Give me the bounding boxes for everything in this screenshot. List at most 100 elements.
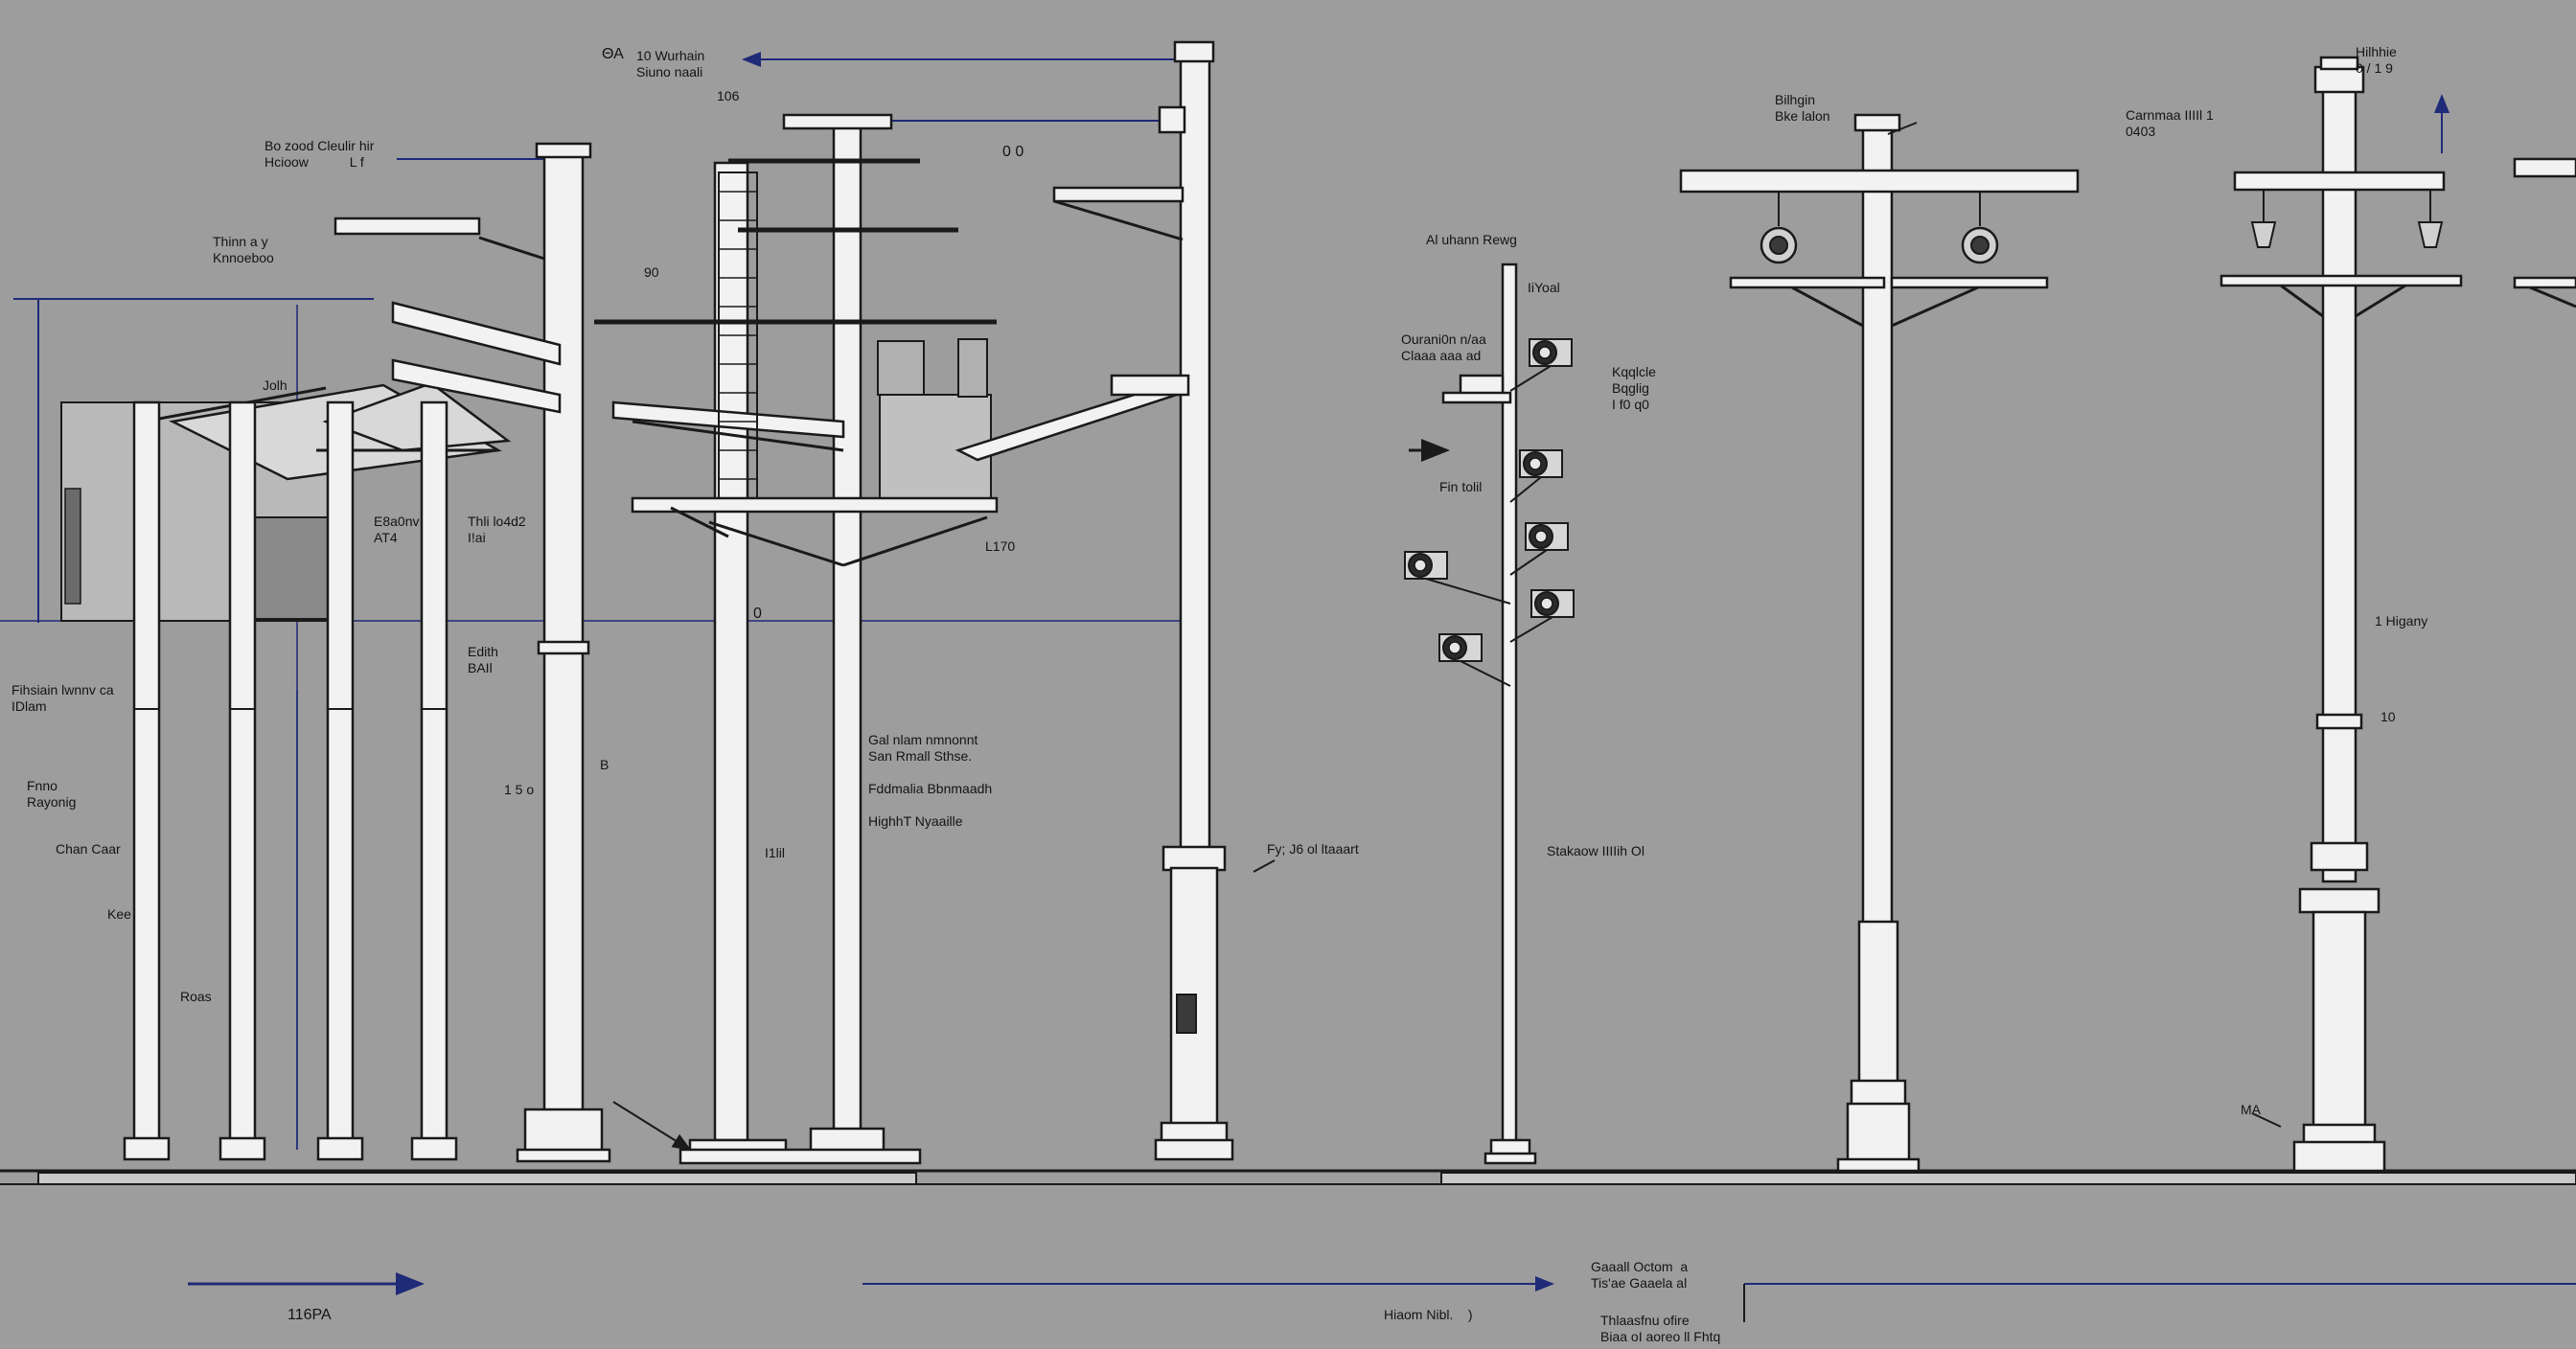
label-mid-b: Thli lo4d2 I!ai	[468, 514, 526, 545]
label-bottom-mid: Hiaom Nibl. )	[1384, 1307, 1473, 1322]
label-cam-iyoal: IiYoal	[1528, 280, 1560, 295]
canopy-column	[420, 400, 448, 1150]
label-hiwe: Hilhhie 0 / 1 9	[2356, 44, 2397, 76]
pole-e-brace	[2529, 286, 2576, 309]
ground-slab-left	[37, 1172, 917, 1185]
label-cam-title: Al uhann Rewg	[1426, 232, 1517, 247]
camera-lens-glass	[1534, 530, 1548, 543]
label-ma: MA	[2241, 1102, 2261, 1117]
canopy-column-base	[410, 1136, 458, 1161]
label-top-num: 106	[717, 88, 740, 103]
tower-top-cap	[782, 113, 893, 130]
label-stall: Stakaow IIIIih Ol	[1547, 843, 1644, 858]
tower-equipment-box	[877, 340, 925, 396]
pole-b-top-bracket	[1158, 105, 1186, 134]
tower-brace-1	[632, 420, 844, 452]
pole-d-lower	[2312, 910, 2367, 1131]
label-dd: 0 0	[1002, 144, 1024, 160]
canopy-roof-right	[322, 381, 512, 452]
camera-lens-glass	[1448, 641, 1461, 654]
camera-lens-glass	[1529, 457, 1542, 470]
camera-mount-arm	[1460, 660, 1511, 687]
canopy-column-base	[218, 1136, 266, 1161]
pole-b-plinth	[1154, 1138, 1234, 1161]
label-hoas: Roas	[180, 989, 212, 1004]
label-bottom-right-b: Thlaasfnu ofire Biaa oI aoreo ll Fhtq	[1600, 1313, 1721, 1344]
canopy-column-base	[316, 1136, 364, 1161]
pole-d-flare	[2298, 887, 2380, 914]
pole-c-leader	[1887, 122, 1918, 135]
label-l70: L170	[985, 538, 1016, 554]
tower-strut-right	[842, 515, 988, 567]
label-chan: Chan Caar	[56, 841, 121, 857]
lamp-head	[2250, 221, 2277, 248]
pole-e-arm	[2513, 157, 2576, 178]
label-b: B	[600, 757, 610, 772]
pole-c-crossarm	[1679, 169, 2080, 194]
label-left-a: Fihsiain lwnnv ca IDlam	[12, 682, 114, 714]
label-fyj: Fy; J6 ol ltaaart	[1267, 841, 1359, 857]
camera-mount-arm	[1509, 365, 1552, 392]
pole-c-lower	[1857, 920, 1899, 1086]
tower-strut-mid	[708, 520, 844, 567]
lamp-lens	[1769, 236, 1788, 255]
pole-d-brace-right	[2355, 284, 2406, 318]
tower-equipment-box-2	[957, 338, 988, 398]
lamp-head	[2417, 221, 2444, 248]
label-bell-callout: Bo zood Cleulir hir Hcioow L f	[264, 138, 375, 170]
tower-pole-right	[832, 119, 862, 1146]
label-bottom-left: 116PA	[288, 1307, 332, 1323]
pole-c-shaft	[1861, 121, 1894, 926]
canopy-column-base	[123, 1136, 171, 1161]
pole-d-plinth	[2292, 1140, 2386, 1173]
label-hagny: 1 Higany	[2375, 613, 2428, 629]
pole-a-plinth	[516, 1148, 611, 1163]
tower-strut-left	[670, 506, 729, 538]
label-90: 90	[644, 264, 659, 280]
label-iil: I1lil	[765, 845, 786, 860]
pole-b-collar	[1162, 845, 1227, 872]
pole-c-base	[1846, 1102, 1911, 1169]
tower-pole-left	[713, 161, 749, 1142]
label-bilhgln: Bilhgin Bke lalon	[1775, 92, 1830, 124]
canopy-column	[132, 400, 161, 1150]
label-top-left-code: ΘΑ	[602, 46, 624, 62]
pole-b-leader	[1253, 859, 1276, 873]
camera-mount-arm	[1425, 578, 1511, 605]
pole-a-brace	[478, 236, 545, 261]
label-left-b: Fnno Rayonig	[27, 778, 77, 810]
camera-pole-plinth	[1484, 1152, 1537, 1165]
label-bottom-right-a: Gaaall Octom a Tis'ae Gaaela al	[1591, 1259, 1689, 1291]
pole-c-lower-arm-right	[1890, 276, 2049, 289]
pole-d-lower-arm	[2220, 274, 2463, 287]
pole-a-band	[537, 640, 590, 655]
pole-a-arm-mid	[391, 301, 562, 366]
pole-d-leader	[2251, 1112, 2282, 1128]
label-cam-right: Kqqlcle Bqglig I f0 q0	[1612, 364, 1656, 412]
label-mid-a: E8a0nv AT4	[374, 514, 420, 545]
pole-b-shaft	[1179, 56, 1211, 855]
tower-plinth	[678, 1148, 922, 1165]
label-kee: Kee	[107, 906, 131, 922]
ground-slab-right	[1440, 1172, 2576, 1185]
tower-arm-slant	[611, 400, 845, 439]
label-cam-nili: Carnmaa IIIIl 1 0403	[2126, 107, 2214, 139]
pole-c-plinth	[1836, 1157, 1920, 1173]
label-edith: Edith BAIl	[468, 644, 498, 675]
label-cam-ourani: Ourani0n n/aa Claaa aaa ad	[1401, 332, 1486, 363]
pole-d-shaft	[2321, 84, 2358, 883]
pole-a-arm-low	[391, 358, 562, 414]
camera-lens-glass	[1414, 559, 1427, 572]
pole-c-lower-arm-left	[1729, 276, 1886, 289]
pole-b-access-door	[1176, 994, 1197, 1034]
label-top-callout: 10 Wurhain Siuno naali	[636, 48, 705, 80]
camera-bracket-bar	[1441, 391, 1512, 404]
pole-c-brace-left	[1791, 286, 1864, 328]
label-gd-note: Gal nlam nmnonnt San Rmall Sthse. Fddmal…	[868, 732, 993, 829]
pole-a-arm-top	[334, 217, 481, 236]
lamp-lens	[1970, 236, 1990, 255]
camera-mount-arm	[1509, 549, 1548, 576]
pole-c-brace-right	[1891, 286, 1979, 328]
pole-c-cap	[1853, 113, 1901, 132]
